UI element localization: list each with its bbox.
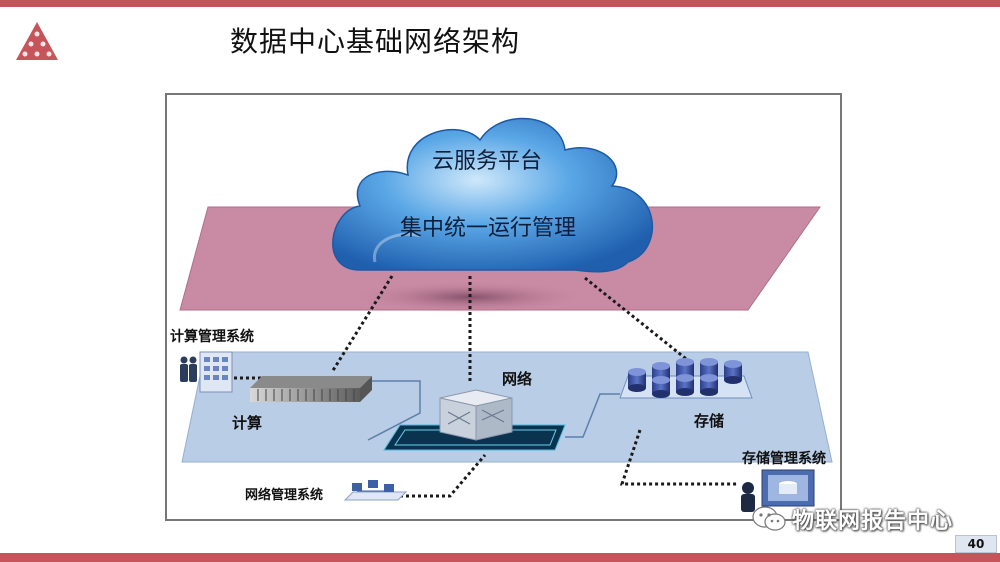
storage-disk-icons bbox=[628, 358, 742, 398]
cloud-icon bbox=[332, 117, 654, 273]
cloud-service-platform-label: 云服务平台 bbox=[432, 149, 543, 174]
storage-management-icon bbox=[741, 469, 815, 512]
storage-label: 存储 bbox=[694, 412, 725, 430]
top-accent-bar bbox=[0, 0, 1000, 7]
network-management-icon bbox=[343, 480, 408, 501]
storage-network-link bbox=[565, 393, 620, 438]
slide-title: 数据中心基础网络架构 bbox=[230, 25, 521, 58]
bottom-accent-bar bbox=[0, 553, 1000, 562]
compute-network-link bbox=[367, 380, 421, 441]
page-number: 40 bbox=[955, 535, 997, 553]
network-switch-icon bbox=[439, 389, 513, 441]
compute-management-icon bbox=[180, 351, 233, 393]
network-label: 网络 bbox=[502, 370, 533, 388]
storage-management-label: 存储管理系统 bbox=[742, 451, 826, 467]
compute-label: 计算 bbox=[232, 414, 263, 432]
cloud-compute-connector bbox=[330, 275, 394, 373]
watermark-text: 物联网报告中心 bbox=[792, 509, 954, 534]
compute-management-label: 计算管理系统 bbox=[170, 329, 254, 345]
logo-icon bbox=[16, 22, 58, 60]
network-mgmt-connector bbox=[400, 454, 487, 498]
network-management-label: 网络管理系统 bbox=[245, 488, 324, 503]
wechat-icon bbox=[752, 506, 786, 531]
server-rack-icon bbox=[250, 376, 372, 402]
cloud-storage-connector bbox=[584, 276, 691, 364]
watermark: 物联网报告中心 bbox=[752, 504, 953, 534]
centralized-management-label: 集中统一运行管理 bbox=[400, 216, 577, 241]
storage-mgmt-connector bbox=[619, 429, 738, 486]
